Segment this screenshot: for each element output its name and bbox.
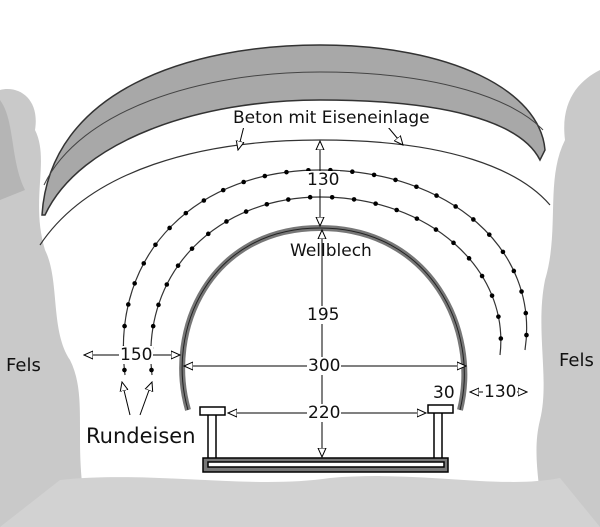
rebar-dot (164, 282, 170, 287)
concrete-outer-line (39, 139, 551, 246)
label-rock-left: Fels (6, 355, 41, 376)
rebar-dot (189, 246, 195, 251)
dim-foot: 30 (432, 383, 456, 403)
rock-left (0, 89, 90, 527)
label-rebar: Rundeisen (86, 424, 196, 448)
rebar-dot (122, 323, 127, 329)
rebar-dot (132, 281, 137, 286)
dim-side-right: 130 (483, 382, 518, 402)
rebar-dot (241, 179, 246, 185)
rebar-dot (500, 249, 506, 255)
rebar-dot (141, 261, 147, 266)
rebar-dot (471, 217, 476, 222)
rebar-dot (373, 201, 378, 206)
rebar-dot (489, 293, 495, 298)
dim-span: 300 (307, 356, 342, 376)
rock-bottom (0, 476, 600, 527)
rebar-dot (433, 227, 439, 232)
rebar-dot (262, 173, 268, 179)
rock-right (536, 70, 600, 527)
rebar-dot (394, 207, 399, 213)
rebar-dot (466, 256, 472, 261)
rebar-dot (511, 268, 517, 274)
rebar-dot (125, 302, 131, 307)
dim-height: 195 (306, 305, 341, 325)
label-sheet-metal: Wellblech (290, 241, 372, 261)
rebar-dot (122, 367, 127, 373)
rebar-dot (414, 184, 419, 190)
rebar-dot (451, 240, 456, 246)
stone-joints (43, 71, 544, 186)
rebar-dot (285, 197, 291, 202)
dim-side-left: 150 (119, 345, 154, 365)
dim-crown-concrete: 130 (306, 170, 341, 190)
stone-vault (41, 44, 546, 216)
label-rock-right: Fels (559, 350, 594, 371)
rebar-dot (486, 232, 492, 237)
rebar-dot (523, 310, 529, 316)
rebar-dot (329, 195, 335, 200)
rebar-dot (519, 289, 524, 294)
rebar-dot (183, 210, 189, 216)
rebar-dot (175, 263, 181, 268)
rebar-dot (524, 332, 529, 338)
rebar-dot (243, 209, 249, 214)
rebar-dot (264, 201, 270, 207)
dim-floor-width: 220 (307, 403, 342, 423)
label-concrete: Beton mit Eiseneinlage (233, 108, 430, 128)
rebar-dot (479, 273, 485, 279)
floor-structure (199, 404, 454, 473)
rebar-dot (284, 169, 289, 175)
rebar-dot (307, 194, 313, 200)
rebar-dot (351, 197, 357, 202)
rebar-dot (153, 242, 158, 248)
rebar-dot (434, 193, 439, 198)
rebar-dot (393, 177, 398, 183)
rebar-dot (167, 225, 172, 231)
rebar-dot (201, 198, 207, 203)
rebar-dot (371, 172, 377, 178)
rebar-dot (156, 302, 161, 308)
rebar-dot (350, 169, 355, 175)
rebar-dot (205, 231, 211, 237)
rebar-dot (149, 367, 154, 373)
rebar-dot (224, 219, 229, 224)
rebar-dot (220, 187, 226, 193)
rebar-dot (496, 314, 501, 319)
rebar-dot (453, 204, 458, 209)
rebar-dot (498, 336, 504, 341)
rebar-dot (414, 216, 420, 221)
rebar-dot (150, 323, 156, 329)
